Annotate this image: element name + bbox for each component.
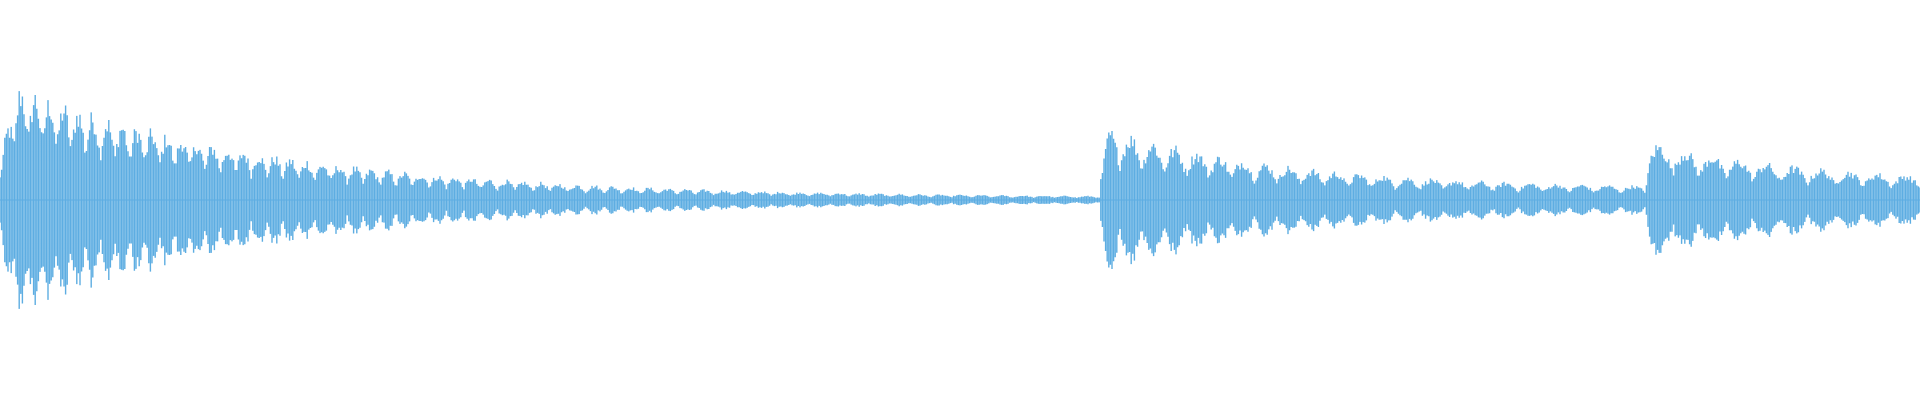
- waveform-graphic: [0, 91, 1920, 309]
